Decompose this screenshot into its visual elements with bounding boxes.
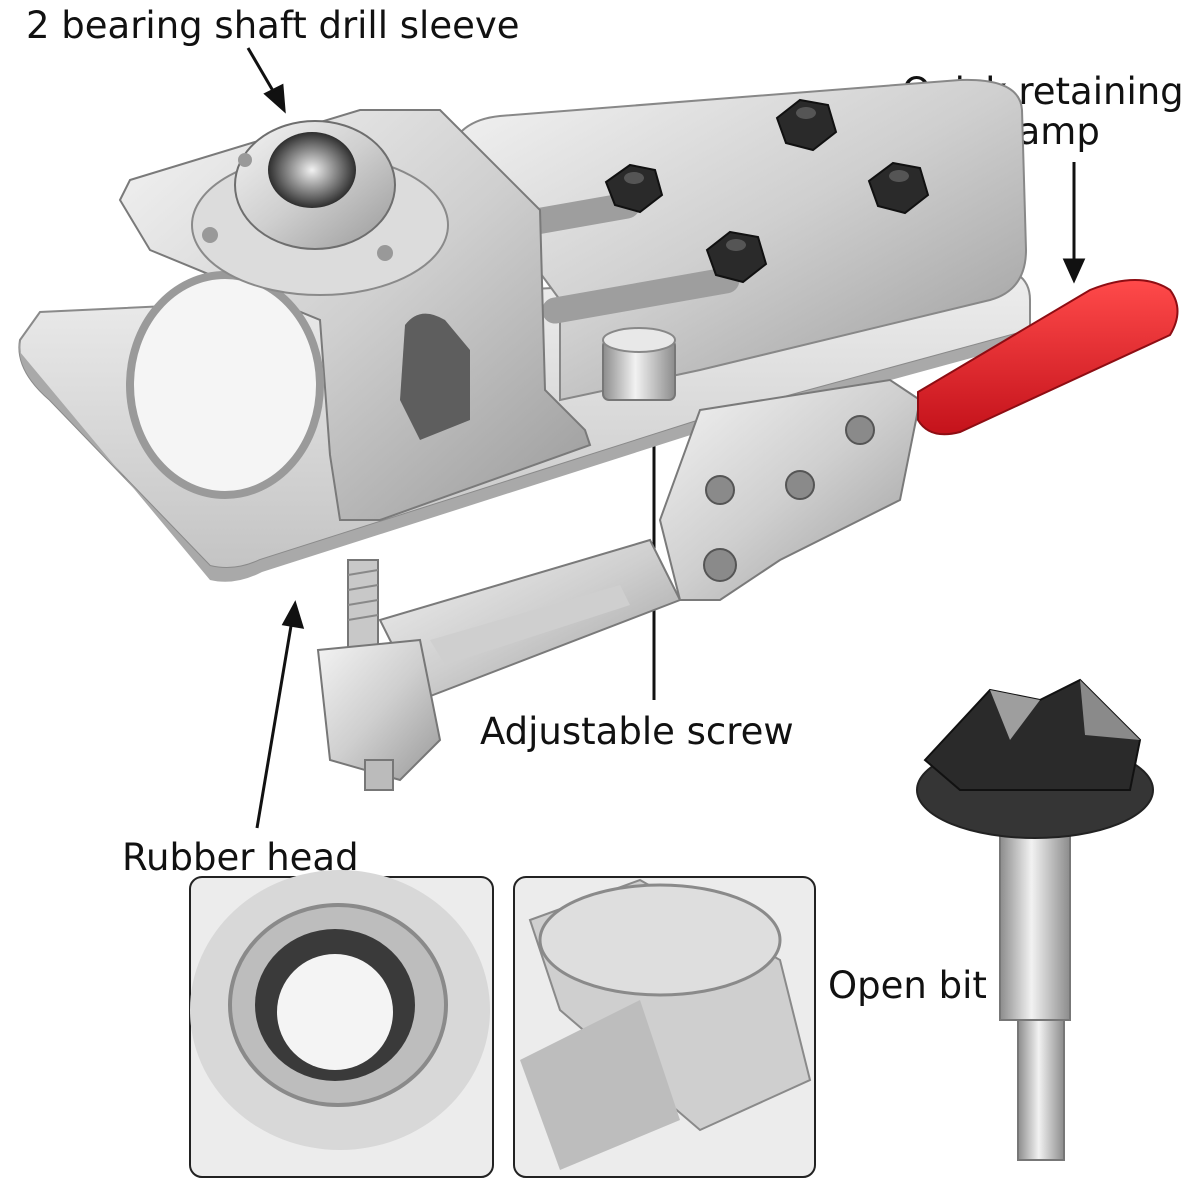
label-open-bit: Open bit — [828, 964, 987, 1007]
rubber-head-screw — [316, 559, 442, 791]
clamp-linkage — [658, 378, 922, 601]
label-adjustable-screw: Adjustable screw — [480, 710, 794, 753]
adjustable-screw-knob — [602, 327, 676, 401]
bearing-sleeve — [191, 120, 449, 296]
red-handle — [917, 279, 1179, 436]
arrow-drill-sleeve — [246, 47, 286, 114]
open-bit — [916, 678, 1154, 1161]
label-rubber-head: Rubber head — [122, 836, 359, 879]
inset-bearing-closeup — [189, 870, 494, 1178]
hex-nuts — [604, 98, 930, 284]
arrow-clamp — [1062, 162, 1086, 284]
inset-bracket-closeup — [513, 876, 816, 1178]
arrow-rubber-head — [255, 600, 305, 829]
label-drill-sleeve: 2 bearing shaft drill sleeve — [26, 4, 520, 47]
